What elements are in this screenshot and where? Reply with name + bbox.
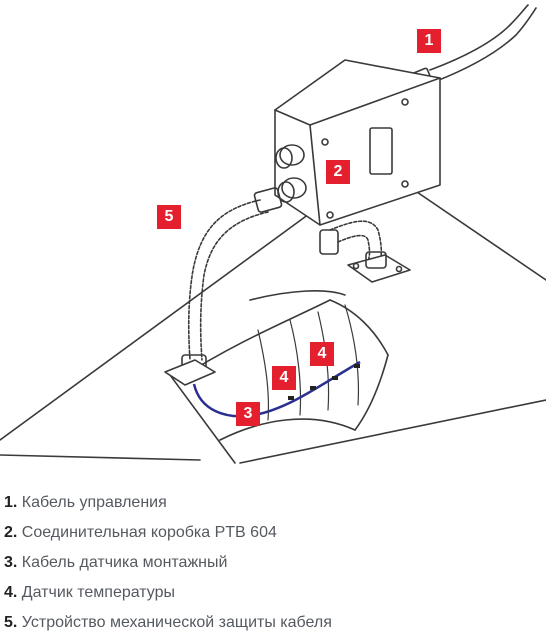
flex-conduit-left <box>187 199 269 361</box>
conduit-fittings <box>164 187 283 386</box>
badge-3: 3 <box>236 402 260 426</box>
badge-5: 5 <box>157 205 181 229</box>
sensors <box>288 364 360 400</box>
flex-conduit-bottom <box>329 220 383 263</box>
legend-item: 2. Соединительная коробка PTB 604 <box>4 524 277 541</box>
legend-list: 1. Кабель управления 2. Соединительная к… <box>4 492 332 642</box>
legend-item: 3. Кабель датчика монтажный <box>4 554 228 571</box>
insulation-window <box>179 290 389 441</box>
badge-4-upper: 4 <box>310 342 334 366</box>
mount-bracket <box>319 229 411 283</box>
installation-diagram <box>0 4 546 464</box>
control-cable <box>429 4 537 83</box>
badge-4-lower: 4 <box>272 366 296 390</box>
legend-item: 4. Датчик температуры <box>4 584 176 601</box>
junction-box <box>274 59 441 226</box>
legend-item: 1. Кабель управления <box>4 494 167 511</box>
badge-1: 1 <box>417 29 441 53</box>
legend-item: 5. Устройство механической защиты кабеля <box>4 614 332 631</box>
pipe <box>0 174 546 464</box>
badge-2: 2 <box>326 160 350 184</box>
